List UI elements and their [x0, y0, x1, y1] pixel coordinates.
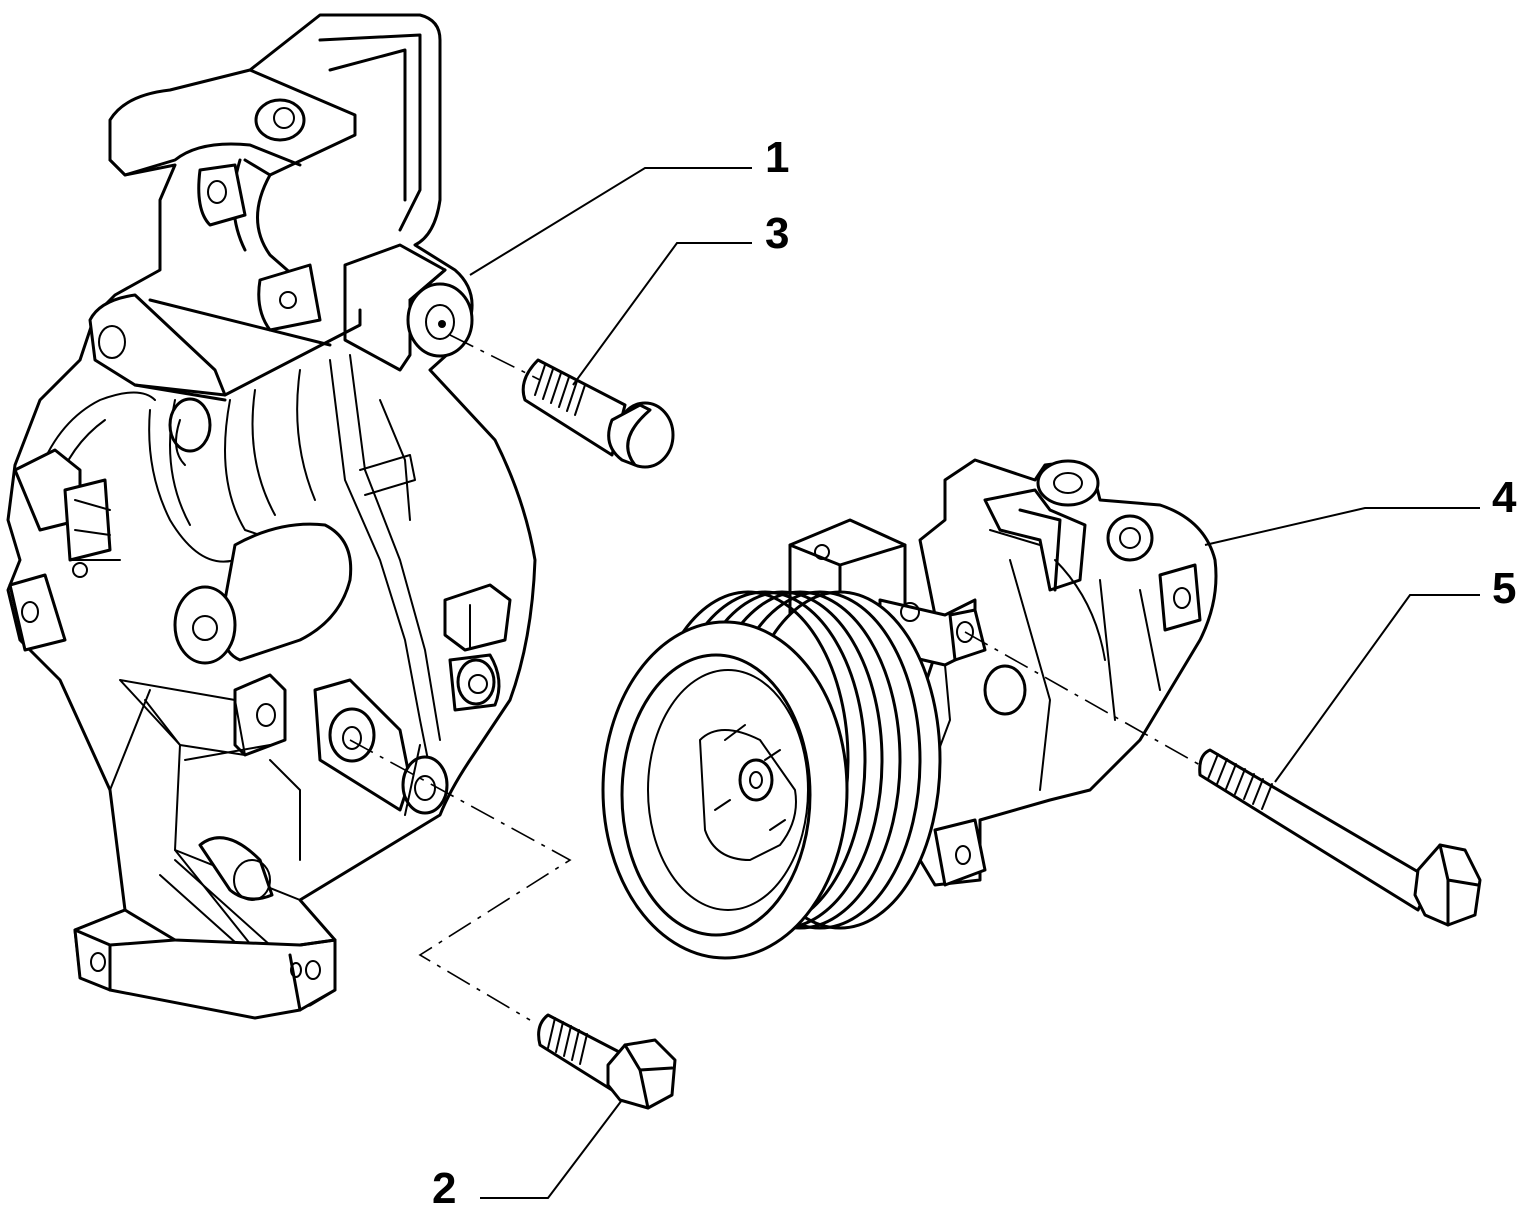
callout-1: 1: [765, 133, 789, 182]
callout-5: 5: [1492, 564, 1516, 613]
assembly-guide-lines: [349, 334, 1201, 1021]
leader-5: [1274, 594, 1480, 783]
leader-3: [572, 242, 752, 386]
callout-3: 3: [765, 209, 789, 258]
part-3-bolt: [521, 358, 675, 469]
part-4-compressor: [601, 458, 1218, 960]
callout-4: 4: [1492, 473, 1517, 522]
leader-2: [480, 1099, 623, 1199]
leader-4: [1204, 507, 1480, 546]
part-1-mounting-bracket: [6, 13, 537, 1020]
part-2-bolt: [537, 1013, 677, 1110]
leader-1: [469, 167, 752, 276]
leader-lines: [469, 167, 1480, 1199]
part-5-bolt: [1198, 748, 1482, 927]
callout-2: 2: [432, 1164, 456, 1205]
